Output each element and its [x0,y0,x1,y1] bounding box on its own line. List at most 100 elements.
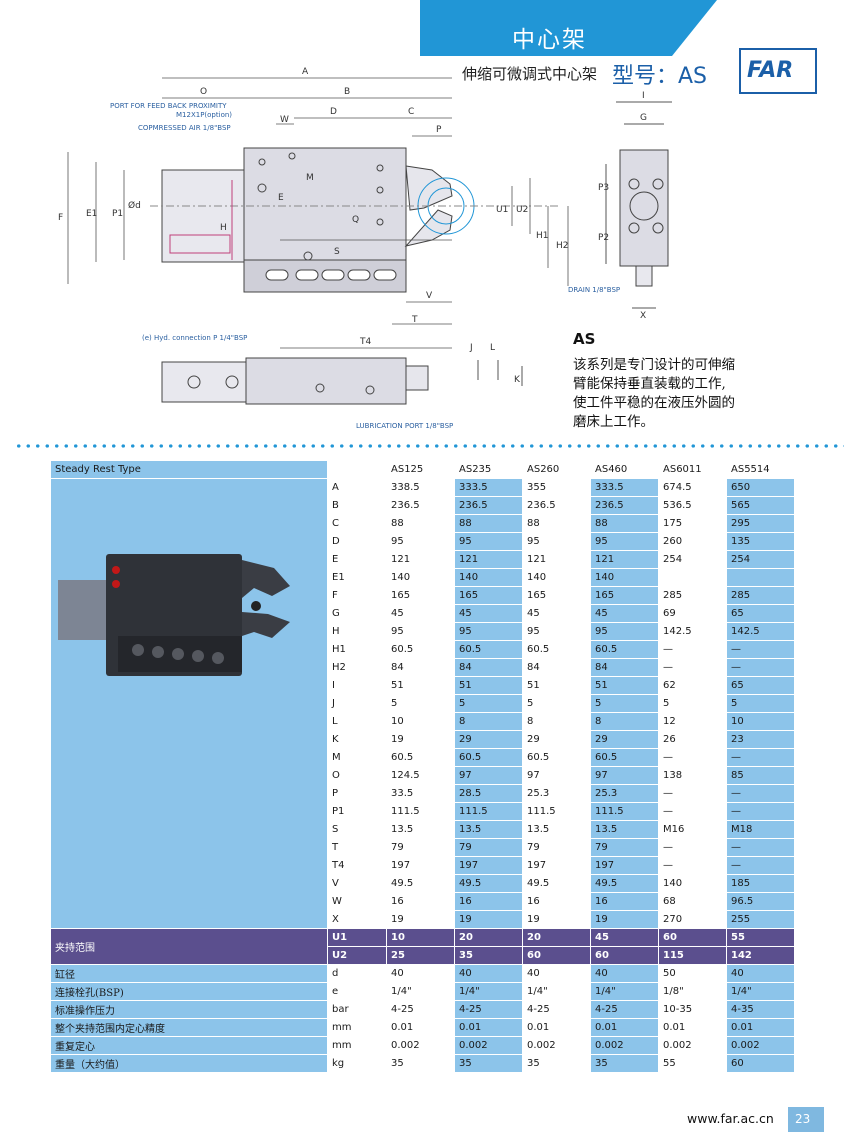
table-cell: 236.5 [387,497,454,514]
table-cell: 29 [591,731,658,748]
table-cell: 270 [659,911,726,928]
table-cell: 333.5 [591,479,658,496]
table-cell: — [659,803,726,820]
table-cell: — [727,857,794,874]
table-cell: 79 [455,839,522,856]
table-cell: 121 [591,551,658,568]
table-cell: 16 [591,893,658,910]
table-cell: 0.01 [523,1019,590,1036]
table-cell: 40 [523,965,590,982]
table-cell: 10-35 [659,1001,726,1018]
table-cell: 0.002 [727,1037,794,1054]
table-cell: 650 [727,479,794,496]
table-cell: 142 [727,947,794,964]
technical-drawing: A O B W D C P F E1 P1 Ød H E M Q U1 U2 H… [58,67,672,430]
table-cell: 254 [659,551,726,568]
dim-B: B [344,87,350,97]
label-lubrication: LUBRICATION PORT 1/8"BSP [356,422,453,430]
dim-T: T [411,315,418,325]
table-cell: 40 [387,965,454,982]
dim-O: O [200,87,207,97]
dim-I: I [642,91,645,101]
table-cell: 10 [387,713,454,730]
table-cell: 13.5 [591,821,658,838]
dim-S: S [334,247,340,257]
table-cell: 140 [455,569,522,586]
table-cell: 13.5 [523,821,590,838]
header-banner [420,0,717,56]
row-code: S [328,821,386,838]
table-cell: 60 [659,929,726,946]
table-cell: 115 [659,947,726,964]
table-cell: 0.01 [659,1019,726,1036]
row-code: G [328,605,386,622]
table-cell: M18 [727,821,794,838]
table-cell: 236.5 [455,497,522,514]
table-cell: 45 [591,605,658,622]
table-cell: — [727,785,794,802]
table-cell: 165 [455,587,522,604]
row-code: I [328,677,386,694]
description-line: 该系列是专门设计的可伸缩 [573,357,735,373]
table-cell: 565 [727,497,794,514]
table-cell: 45 [591,929,658,946]
table-cell: 95 [523,533,590,550]
table-cell: 49.5 [455,875,522,892]
model-header: AS6011 [659,461,726,478]
dim-X: X [640,311,646,321]
footer-unit: kg [328,1055,386,1072]
table-cell: 4-25 [523,1001,590,1018]
table-cell: 85 [727,767,794,784]
table-cell: — [727,803,794,820]
table-cell: 0.002 [591,1037,658,1054]
website-link[interactable]: www.far.ac.cn [687,1111,774,1126]
photo-cell [51,479,327,928]
table-cell: 0.002 [523,1037,590,1054]
table-cell: 35 [591,1055,658,1072]
row-code: W [328,893,386,910]
model-header: AS460 [591,461,658,478]
row-code: T4 [328,857,386,874]
footer-label: 重复定心 [51,1037,327,1054]
table-cell: 1/4" [387,983,454,1000]
table-cell: — [659,785,726,802]
table-cell: 197 [455,857,522,874]
label-drain: DRAIN 1/8"BSP [568,286,620,294]
table-cell: 60.5 [523,641,590,658]
table-cell: 50 [659,965,726,982]
table-cell: 60 [591,947,658,964]
model-header: AS5514 [727,461,794,478]
table-cell: 13.5 [455,821,522,838]
table-cell: 121 [455,551,522,568]
product-subtitle: 伸缩可微调式中心架 [462,65,598,83]
table-cell: 60.5 [387,641,454,658]
model-label: 型号：AS [612,64,708,89]
table-cell: 175 [659,515,726,532]
table-cell: 97 [591,767,658,784]
row-code: D [328,533,386,550]
model-header: AS260 [523,461,590,478]
table-cell: 4-25 [455,1001,522,1018]
front-view [150,147,560,293]
table-cell: 55 [727,929,794,946]
table-cell: 60 [727,1055,794,1072]
table-cell: 79 [523,839,590,856]
bottom-view [161,357,523,405]
dim-H1: H1 [536,231,549,241]
table-cell: 5 [387,695,454,712]
dim-P1: P1 [112,209,123,219]
table-cell: 285 [727,587,794,604]
row-code: L [328,713,386,730]
label-hyd-connection: (e) Hyd. connection P 1/4"BSP [142,334,247,342]
table-cell: 95 [455,533,522,550]
table-cell: 1/4" [455,983,522,1000]
